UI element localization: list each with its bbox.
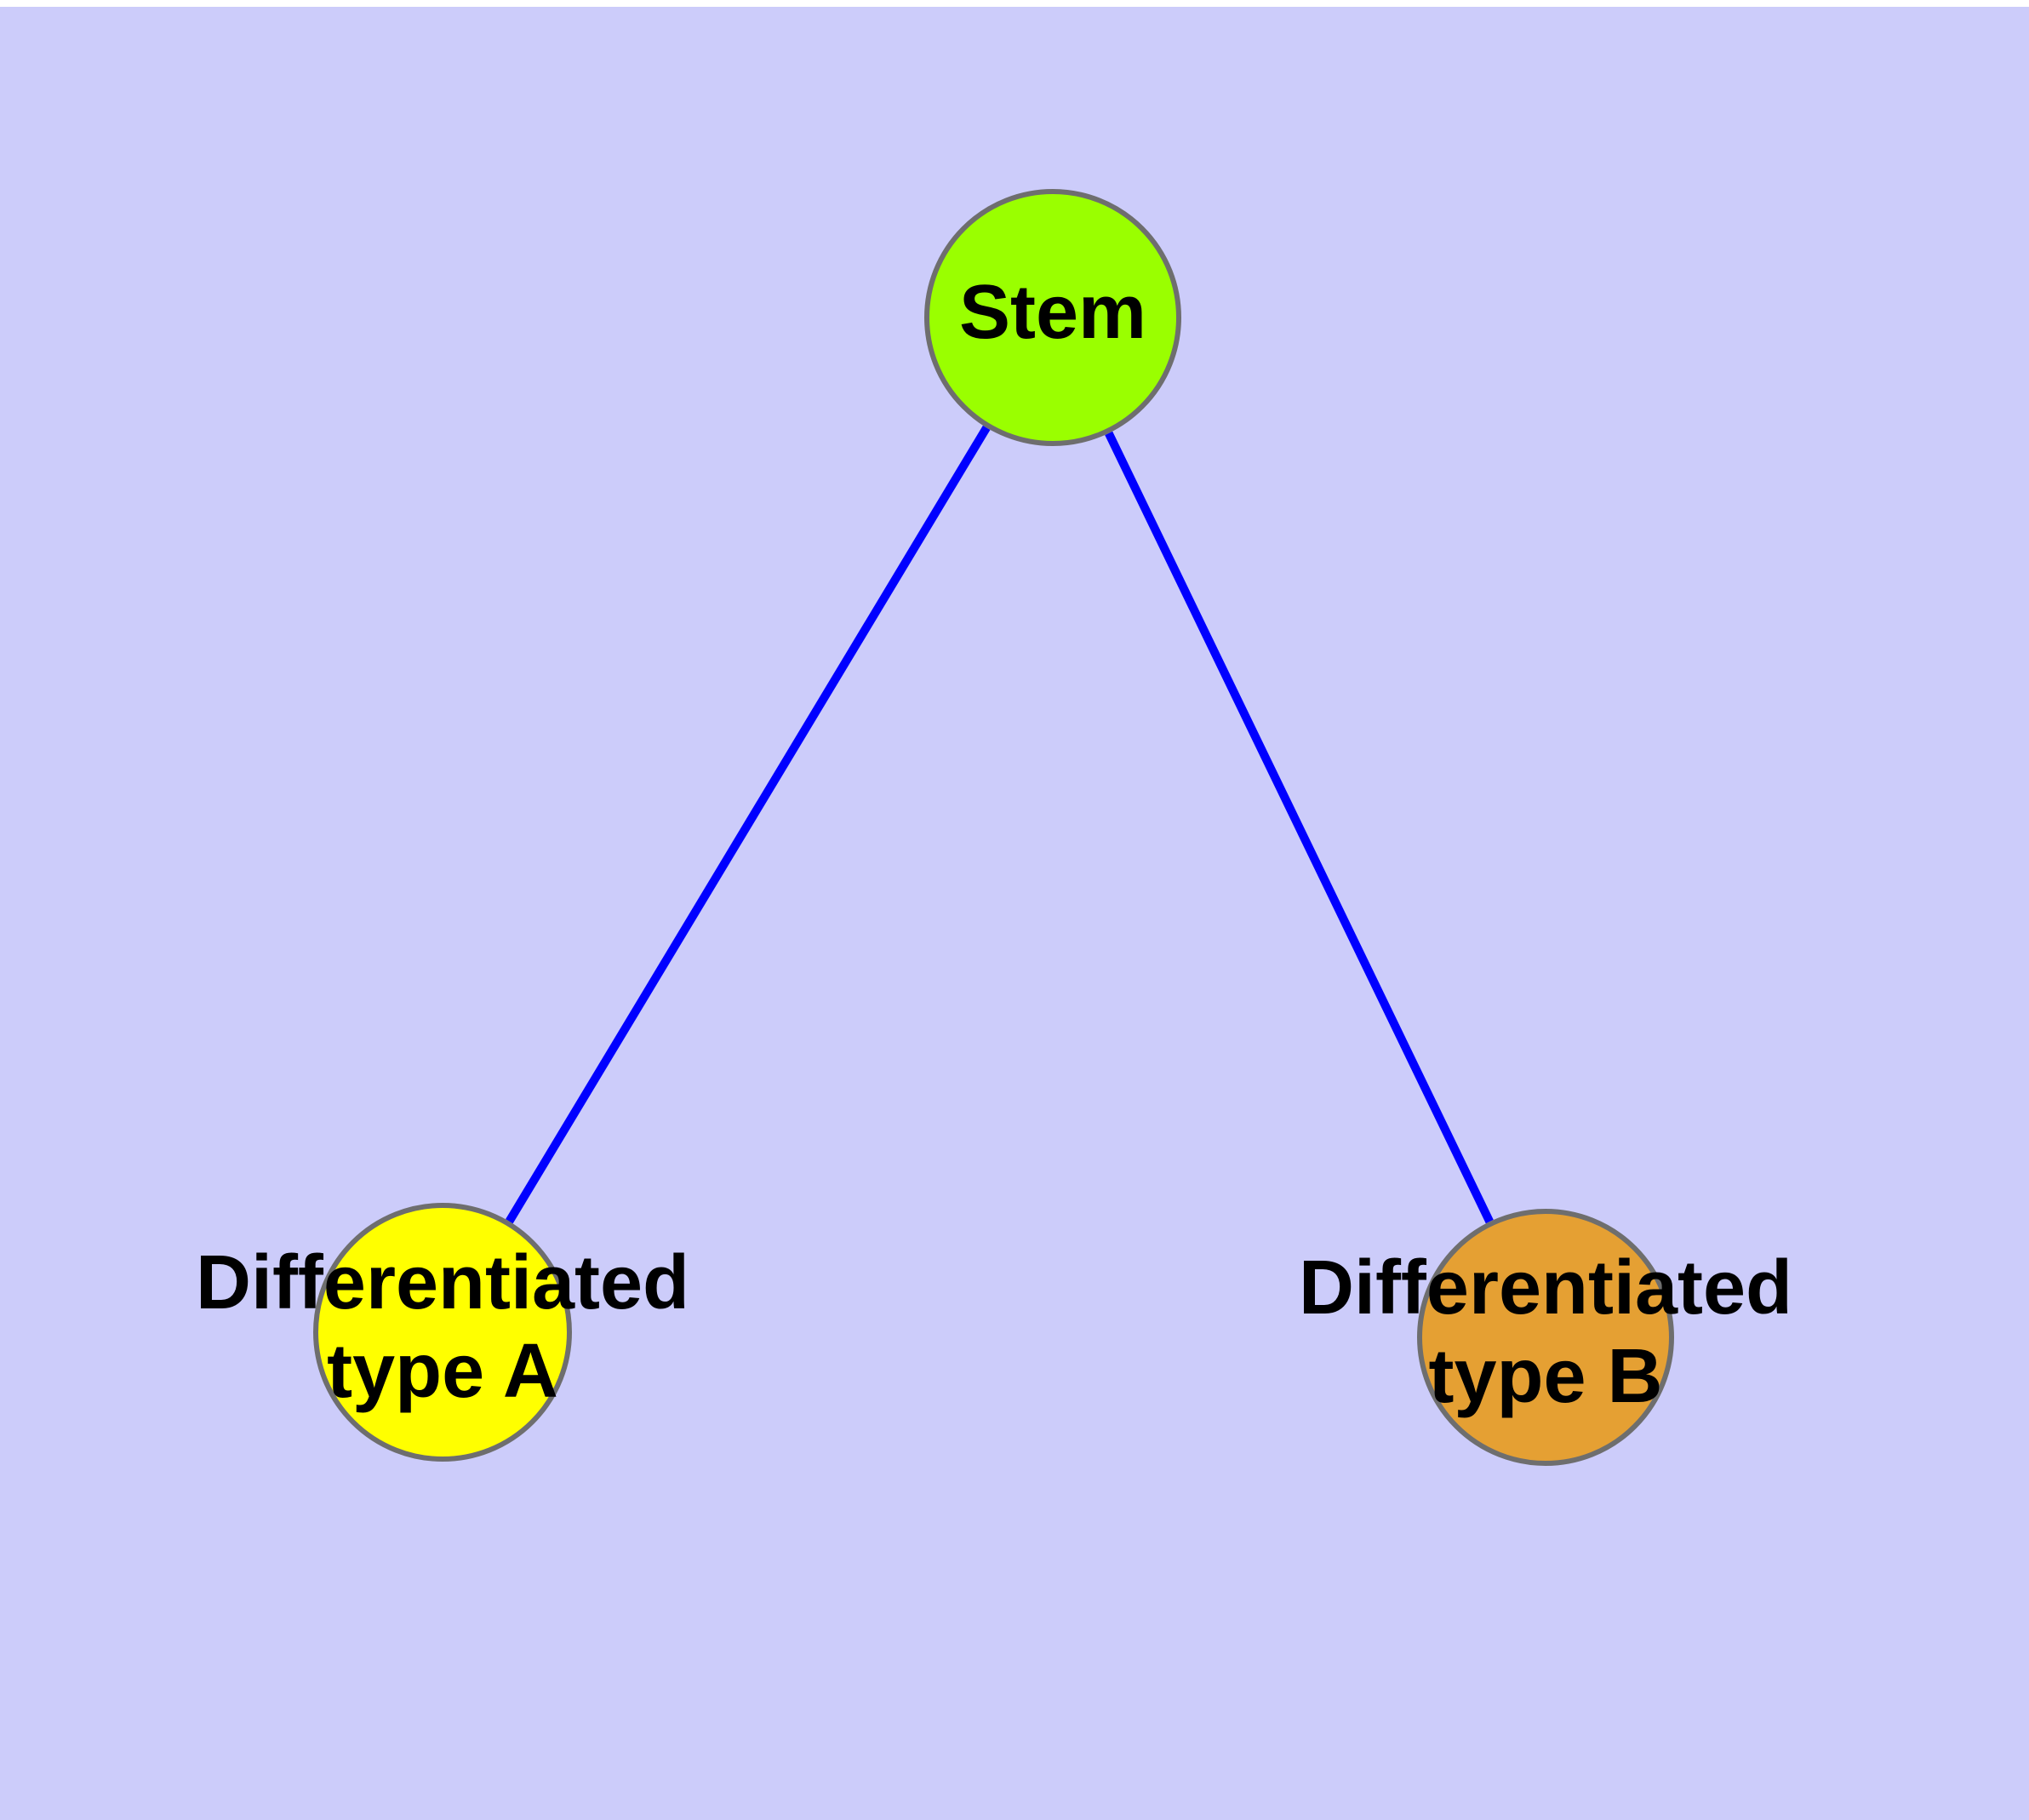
edges-layer <box>506 425 1494 1224</box>
graph-edge-stem-diff_a <box>506 425 991 1224</box>
graph-node-label-line: type B <box>1428 1334 1662 1419</box>
graph-edge-stem-diff_b <box>1105 431 1494 1224</box>
graph-node-stem[interactable] <box>924 189 1181 446</box>
graph-node-label-line: Differentiated <box>196 1240 689 1325</box>
graph-node-label-stem: Stem <box>959 270 1146 355</box>
nodes-layer <box>313 189 1674 1466</box>
graph-node-diff_a[interactable] <box>313 1203 572 1462</box>
graph-node-diff_b[interactable] <box>1417 1209 1674 1466</box>
graph-node-label-line: Differentiated <box>1299 1245 1792 1331</box>
graph-node-label-line: Stem <box>959 270 1146 355</box>
graph-node-label-line: type A <box>327 1329 558 1414</box>
